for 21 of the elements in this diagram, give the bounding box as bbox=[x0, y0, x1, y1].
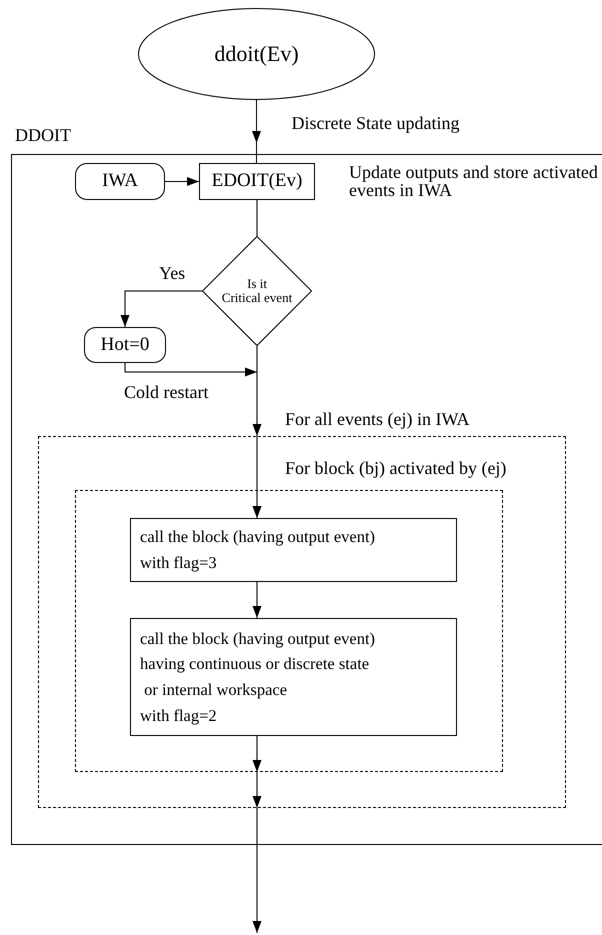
node-text: with flag=2 bbox=[140, 704, 217, 727]
rounded-box bbox=[75, 163, 165, 200]
node-text: IWA bbox=[102, 171, 138, 192]
node-text: with flag=3 bbox=[140, 552, 217, 574]
node-text: Is it bbox=[247, 276, 267, 291]
node-text: call the block (having output event) bbox=[140, 628, 376, 650]
node-text: Hot=0 bbox=[100, 334, 150, 356]
frame-heading: DDOIT bbox=[15, 125, 71, 147]
process-box bbox=[130, 518, 457, 582]
step-note: Update outputs and store activated events in IWA bbox=[349, 164, 599, 200]
node-text: call the block (having output event) bbox=[140, 526, 376, 548]
frame-heading: For all events (ej) in IWA bbox=[285, 409, 470, 431]
node-text: ddoit(Ev) bbox=[214, 42, 299, 66]
node-text: or internal workspace bbox=[143, 679, 288, 701]
node-text: having continuous or discrete state bbox=[140, 653, 370, 676]
frame-heading: For block (bj) activated by (ej) bbox=[285, 458, 506, 480]
process-box bbox=[130, 618, 457, 736]
node-text: EDOIT(Ev) bbox=[212, 171, 302, 192]
rounded-box bbox=[84, 327, 166, 363]
process-box bbox=[199, 163, 315, 200]
node-text: Critical event bbox=[222, 291, 292, 306]
